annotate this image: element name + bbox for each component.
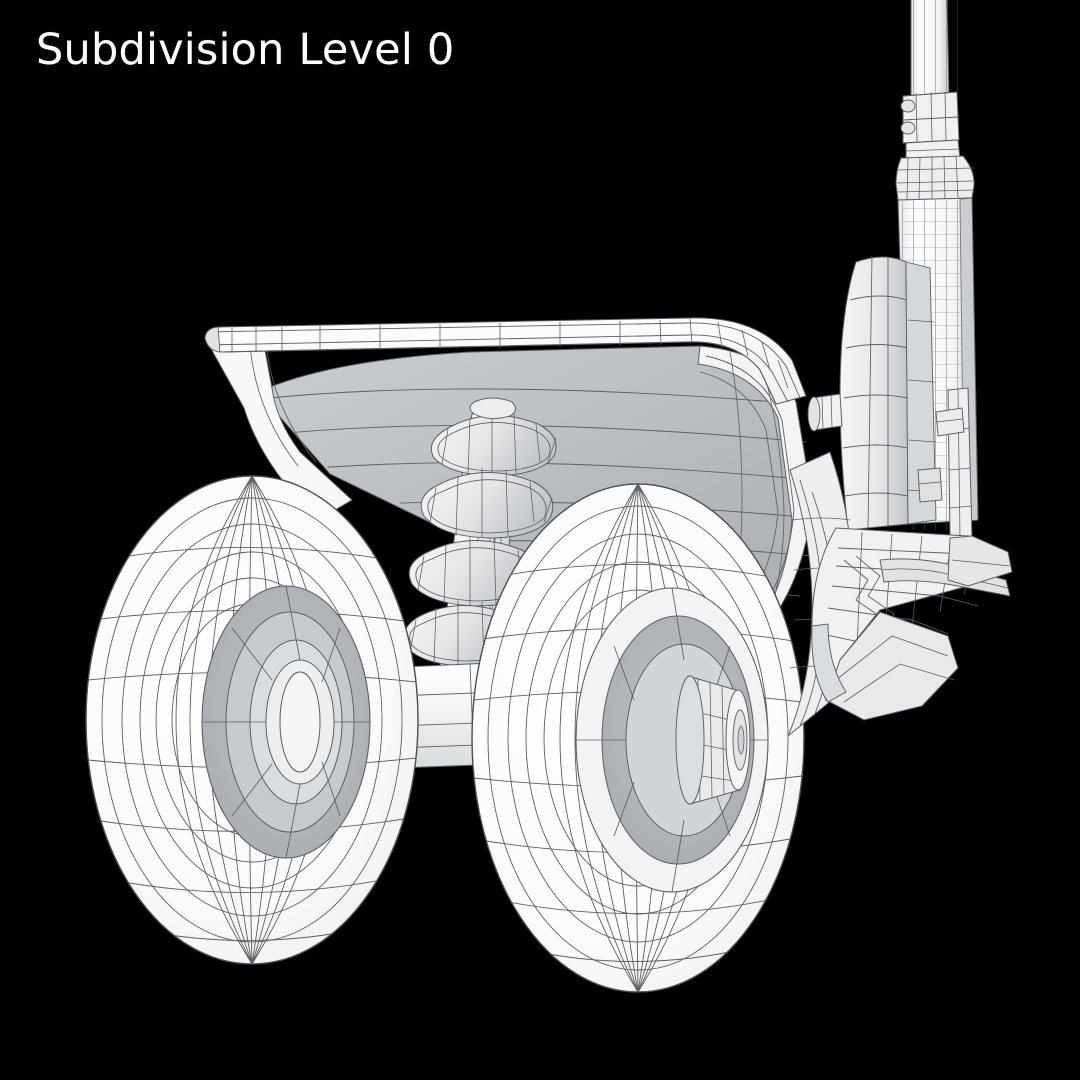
wheel-left-hub — [201, 585, 371, 859]
part-frame-strut-right — [947, 535, 1013, 587]
part-pivot-pin — [807, 393, 843, 432]
subdivision-level-label: Subdivision Level 0 — [36, 25, 455, 75]
wheel-right-hub — [575, 587, 769, 893]
part-frame-neck — [807, 255, 973, 539]
part-handle-collar — [900, 91, 960, 144]
part-deck-lip — [204, 317, 807, 405]
part-wheel-right — [471, 483, 805, 993]
part-handle-base-boss — [895, 155, 975, 201]
part-wheel-left — [85, 475, 419, 965]
part-coil-spring — [403, 397, 557, 669]
